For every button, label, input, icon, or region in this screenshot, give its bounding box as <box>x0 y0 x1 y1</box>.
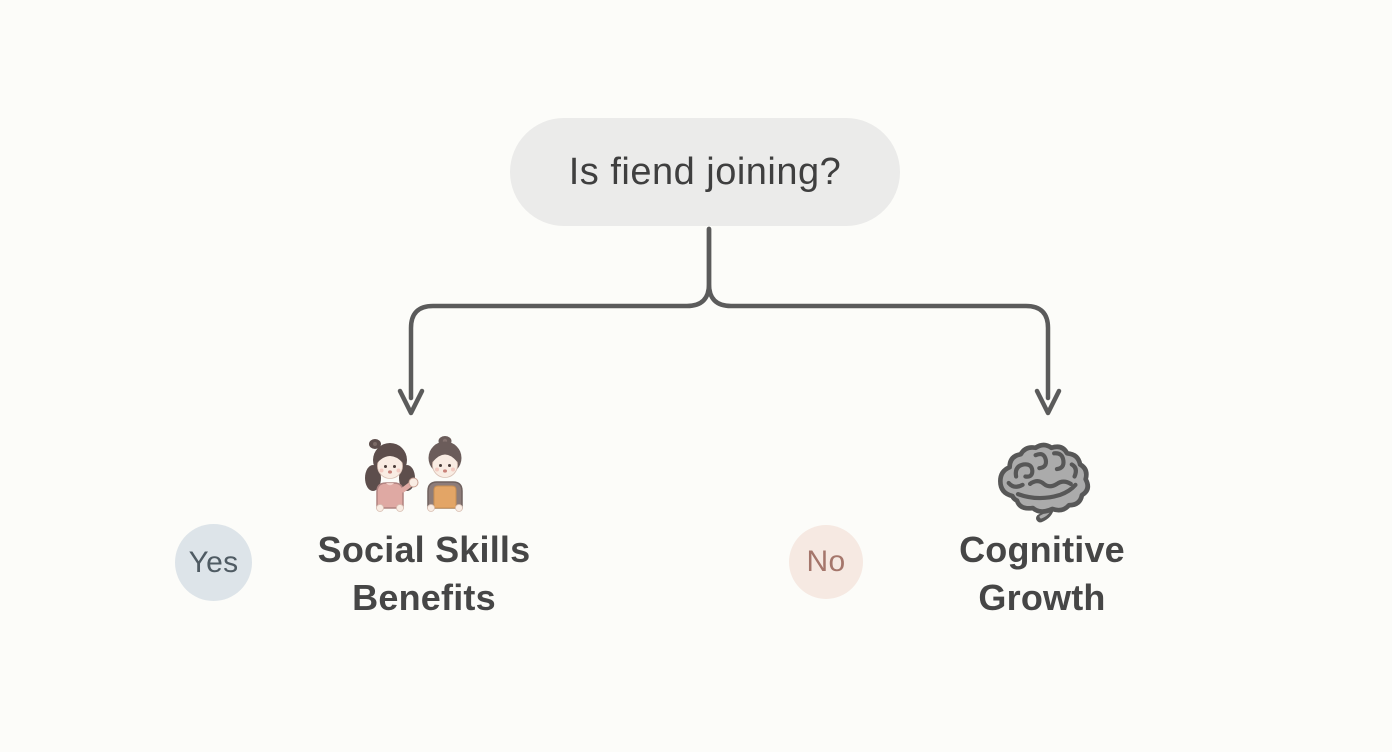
left-arrowhead-icon <box>397 388 425 416</box>
left-branch-label: Social Skills Benefits <box>294 526 554 622</box>
right-branch-label-line2: Growth <box>978 577 1106 618</box>
boy-figure <box>427 436 463 512</box>
brain-icon <box>998 442 1091 523</box>
left-branch-label-line1: Social Skills <box>317 529 531 570</box>
girl-figure <box>365 439 419 512</box>
right-branch-line <box>706 226 1051 401</box>
left-branch-label-line2: Benefits <box>352 577 496 618</box>
root-question-node: Is fiend joining? <box>510 118 900 226</box>
right-branch-label: Cognitive Growth <box>912 526 1172 622</box>
no-badge: No <box>789 525 863 599</box>
right-branch-label-line1: Cognitive <box>959 529 1125 570</box>
children-icon <box>365 436 463 512</box>
yes-badge: Yes <box>175 524 252 601</box>
right-arrowhead-icon <box>1034 388 1062 416</box>
left-branch-line <box>408 226 712 401</box>
